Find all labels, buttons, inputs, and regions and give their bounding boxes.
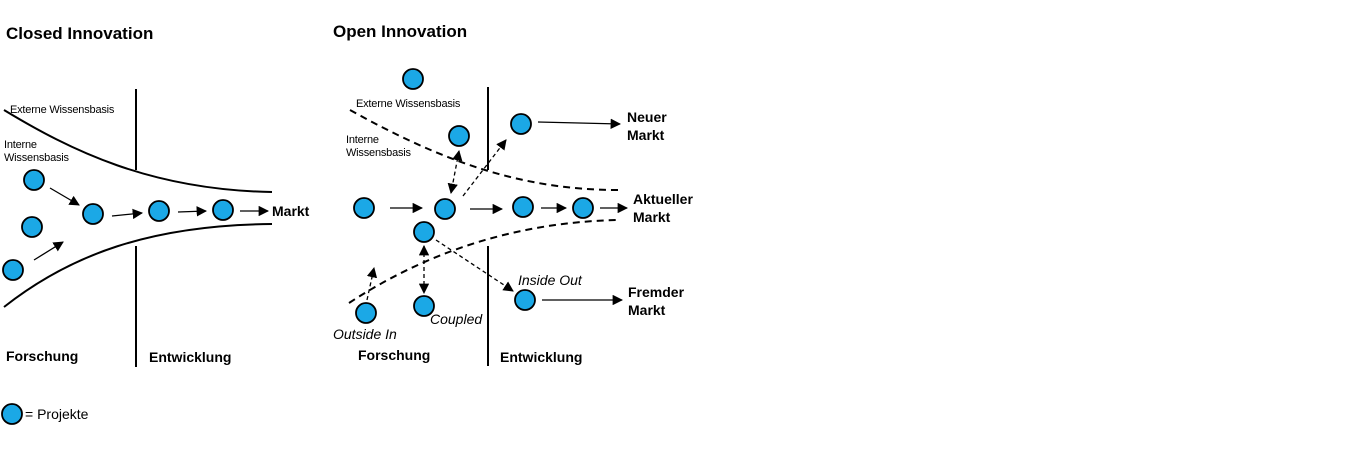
project-circle (510, 113, 532, 135)
open-innovation-panel: Open Innovation Externe Wissensbasis Int… (333, 22, 693, 366)
closed-funnel-bottom (3, 223, 273, 308)
current-market-label-1: Aktueller (633, 191, 693, 207)
legend-label: = Projekte (25, 406, 89, 422)
project-circle (572, 197, 594, 219)
open-title: Open Innovation (333, 22, 467, 41)
new-market-label-2: Markt (627, 127, 665, 143)
project-circle (148, 200, 170, 222)
closed-funnel-top (3, 109, 273, 193)
project-circle (82, 203, 104, 225)
project-circle (355, 302, 377, 324)
closed-internal-label-1: Interne (4, 139, 37, 151)
closed-arrow (33, 241, 64, 261)
project-circle (413, 295, 435, 317)
project-circle (212, 199, 234, 221)
open-internal-label-2: Wissensbasis (346, 147, 412, 159)
project-circle (514, 289, 536, 311)
project-circle (2, 259, 24, 281)
open-dashed-arrow (462, 139, 507, 197)
closed-title: Closed Innovation (6, 24, 153, 43)
closed-arrow (111, 208, 144, 220)
closed-development-label: Entwicklung (149, 349, 231, 365)
closed-innovation-panel: Closed Innovation Externe Wissensbasis I… (2, 24, 310, 367)
closed-internal-label-2: Wissensbasis (4, 152, 70, 164)
open-internal-label-1: Interne (346, 134, 379, 146)
open-development-label: Entwicklung (500, 349, 582, 365)
open-dashed-arrow-inside-out (435, 239, 514, 292)
closed-market-label: Markt (272, 203, 310, 219)
project-circle (353, 197, 375, 219)
foreign-market-label-1: Fremder (628, 284, 685, 300)
closed-research-label: Forschung (6, 348, 78, 364)
closed-arrow (177, 206, 208, 217)
project-circle (402, 68, 424, 90)
project-circle (512, 196, 534, 218)
outside-in-label: Outside In (333, 326, 397, 342)
inside-out-label: Inside Out (518, 272, 583, 288)
open-dashed-arrow (447, 149, 463, 195)
closed-arrow (49, 187, 80, 206)
project-circle (448, 125, 470, 147)
legend: = Projekte (1, 403, 89, 425)
project-circle (23, 169, 45, 191)
coupled-label: Coupled (430, 311, 483, 327)
open-funnel-bottom (348, 219, 619, 304)
project-circle (413, 221, 435, 243)
closed-external-label: Externe Wissensbasis (10, 104, 115, 116)
open-funnel-top (349, 109, 619, 191)
open-dashed-arrow-outside-in (366, 266, 378, 301)
open-external-label: Externe Wissensbasis (356, 98, 461, 110)
legend-project-circle (1, 403, 23, 425)
project-circle (21, 216, 43, 238)
current-market-label-2: Markt (633, 209, 671, 225)
open-arrow-new-market (537, 118, 622, 129)
open-research-label: Forschung (358, 347, 430, 363)
foreign-market-label-2: Markt (628, 302, 666, 318)
project-circle (434, 198, 456, 220)
new-market-label-1: Neuer (627, 109, 667, 125)
